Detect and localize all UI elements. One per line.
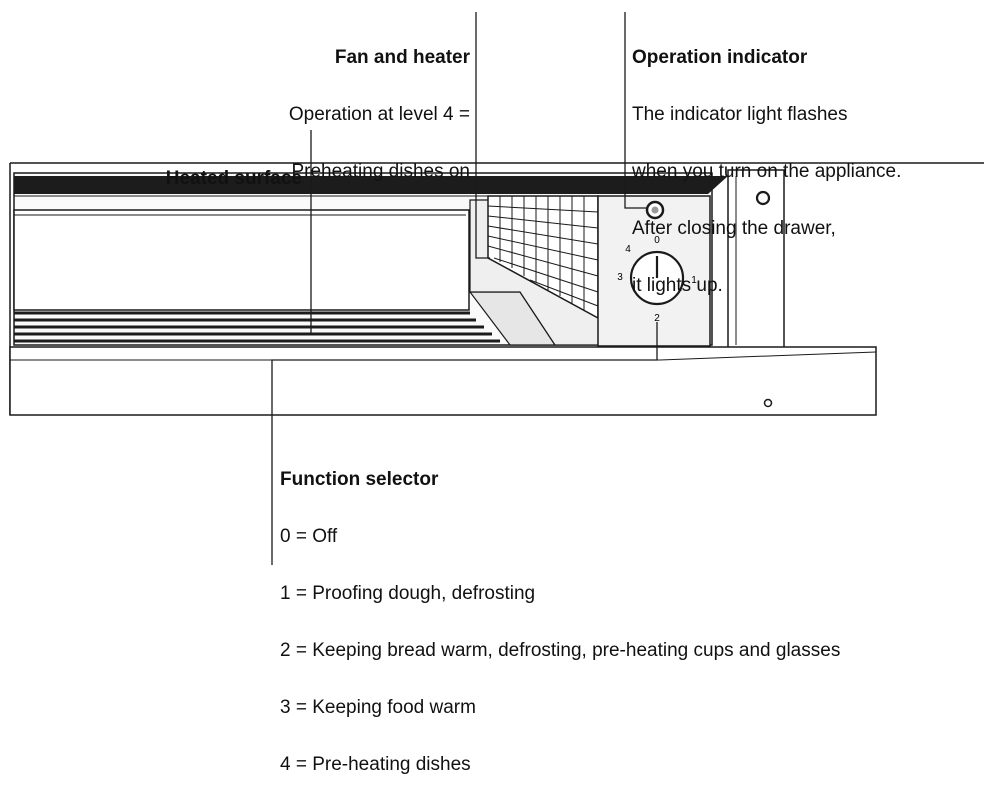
function-selector-line-2: 2 = Keeping bread warm, defrosting, pre-… <box>280 640 841 661</box>
function-dial <box>629 250 685 306</box>
function-selector-line-3: 3 = Keeping food warm <box>280 697 476 718</box>
dial-mark-1: 1 <box>691 275 697 286</box>
function-selector-callout: Function selector 0 = Off 1 = Proofing d… <box>280 432 840 793</box>
fan-heater-callout: Fan and heater Operation at level 4 = Pr… <box>289 10 470 200</box>
fan-heater-line-2: Preheating dishes on <box>291 161 470 182</box>
function-selector-line-4: 4 = Pre-heating dishes <box>280 754 471 775</box>
drawer-front-screw <box>763 398 773 408</box>
heated-surface-callout: Heated surface <box>166 131 302 207</box>
frame-right <box>727 169 785 351</box>
drawer-top-band <box>14 176 728 194</box>
function-selector-title: Function selector <box>280 469 439 490</box>
heated-surface-stripes <box>14 311 500 343</box>
operation-indicator-line-1: The indicator light flashes <box>632 104 848 125</box>
dial-mark-2: 2 <box>654 313 660 324</box>
drawer-front <box>9 346 877 416</box>
drawer-diagram: 0 1 2 3 4 <box>9 12 984 565</box>
frame-screw <box>755 190 771 206</box>
dial-mark-0: 0 <box>654 235 660 246</box>
operation-indicator-line-3: After closing the drawer, <box>632 218 836 239</box>
function-selector-line-1: 1 = Proofing dough, defrosting <box>280 583 536 604</box>
function-selector-line-0: 0 = Off <box>280 526 338 547</box>
heated-surface-panel <box>13 209 470 311</box>
operation-indicator-line-2: when you turn on the appliance. <box>632 161 902 182</box>
leader-lines <box>271 12 658 565</box>
fan-grille <box>487 195 599 320</box>
operation-indicator-callout: Operation indicator The indicator light … <box>632 10 901 314</box>
fan-heater-title: Fan and heater <box>334 47 470 68</box>
operation-indicator-line-4: it lights up. <box>632 275 723 296</box>
operation-indicator-title: Operation indicator <box>632 47 808 68</box>
fan-heater-line-1: Operation at level 4 = <box>288 104 470 125</box>
heated-surface-title: Heated surface <box>165 168 302 189</box>
dial-mark-3: 3 <box>617 272 623 283</box>
dial-mark-4: 4 <box>625 244 631 255</box>
